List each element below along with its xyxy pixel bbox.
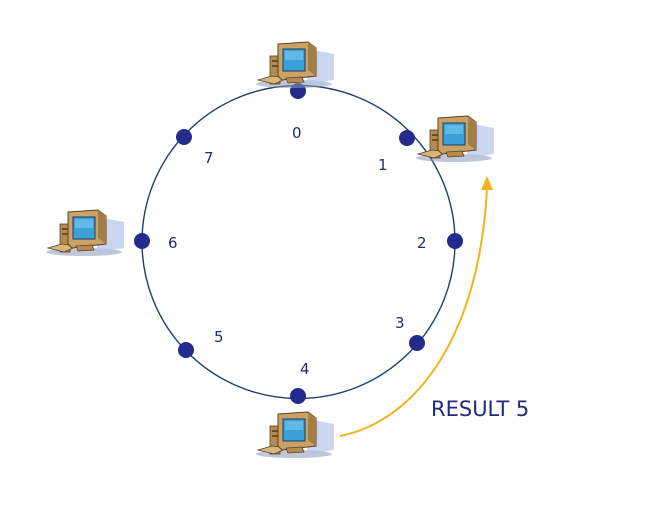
ring-node-3[interactable] (409, 335, 425, 351)
ring-node-4[interactable] (290, 388, 306, 404)
node-label-0: 0 (292, 124, 302, 142)
computer-icon (255, 411, 335, 459)
node-label-3: 3 (395, 314, 405, 332)
result-label: RESULT 5 (431, 397, 529, 421)
node-label-7: 7 (204, 149, 214, 167)
node-label-6: 6 (168, 234, 178, 252)
ring-node-6[interactable] (134, 233, 150, 249)
ring-node-1[interactable] (399, 130, 415, 146)
node-label-1: 1 (378, 156, 388, 174)
node-label-2: 2 (417, 234, 427, 252)
ring-node-5[interactable] (178, 342, 194, 358)
computer-icon (255, 41, 335, 89)
node-label-5: 5 (214, 328, 224, 346)
ring-node-2[interactable] (447, 233, 463, 249)
arrowhead-icon (481, 176, 493, 190)
result-arrow (339, 187, 488, 437)
computer-icon (415, 115, 495, 163)
computer-icon (45, 209, 125, 257)
node-label-4: 4 (300, 360, 310, 378)
ring-node-7[interactable] (176, 129, 192, 145)
